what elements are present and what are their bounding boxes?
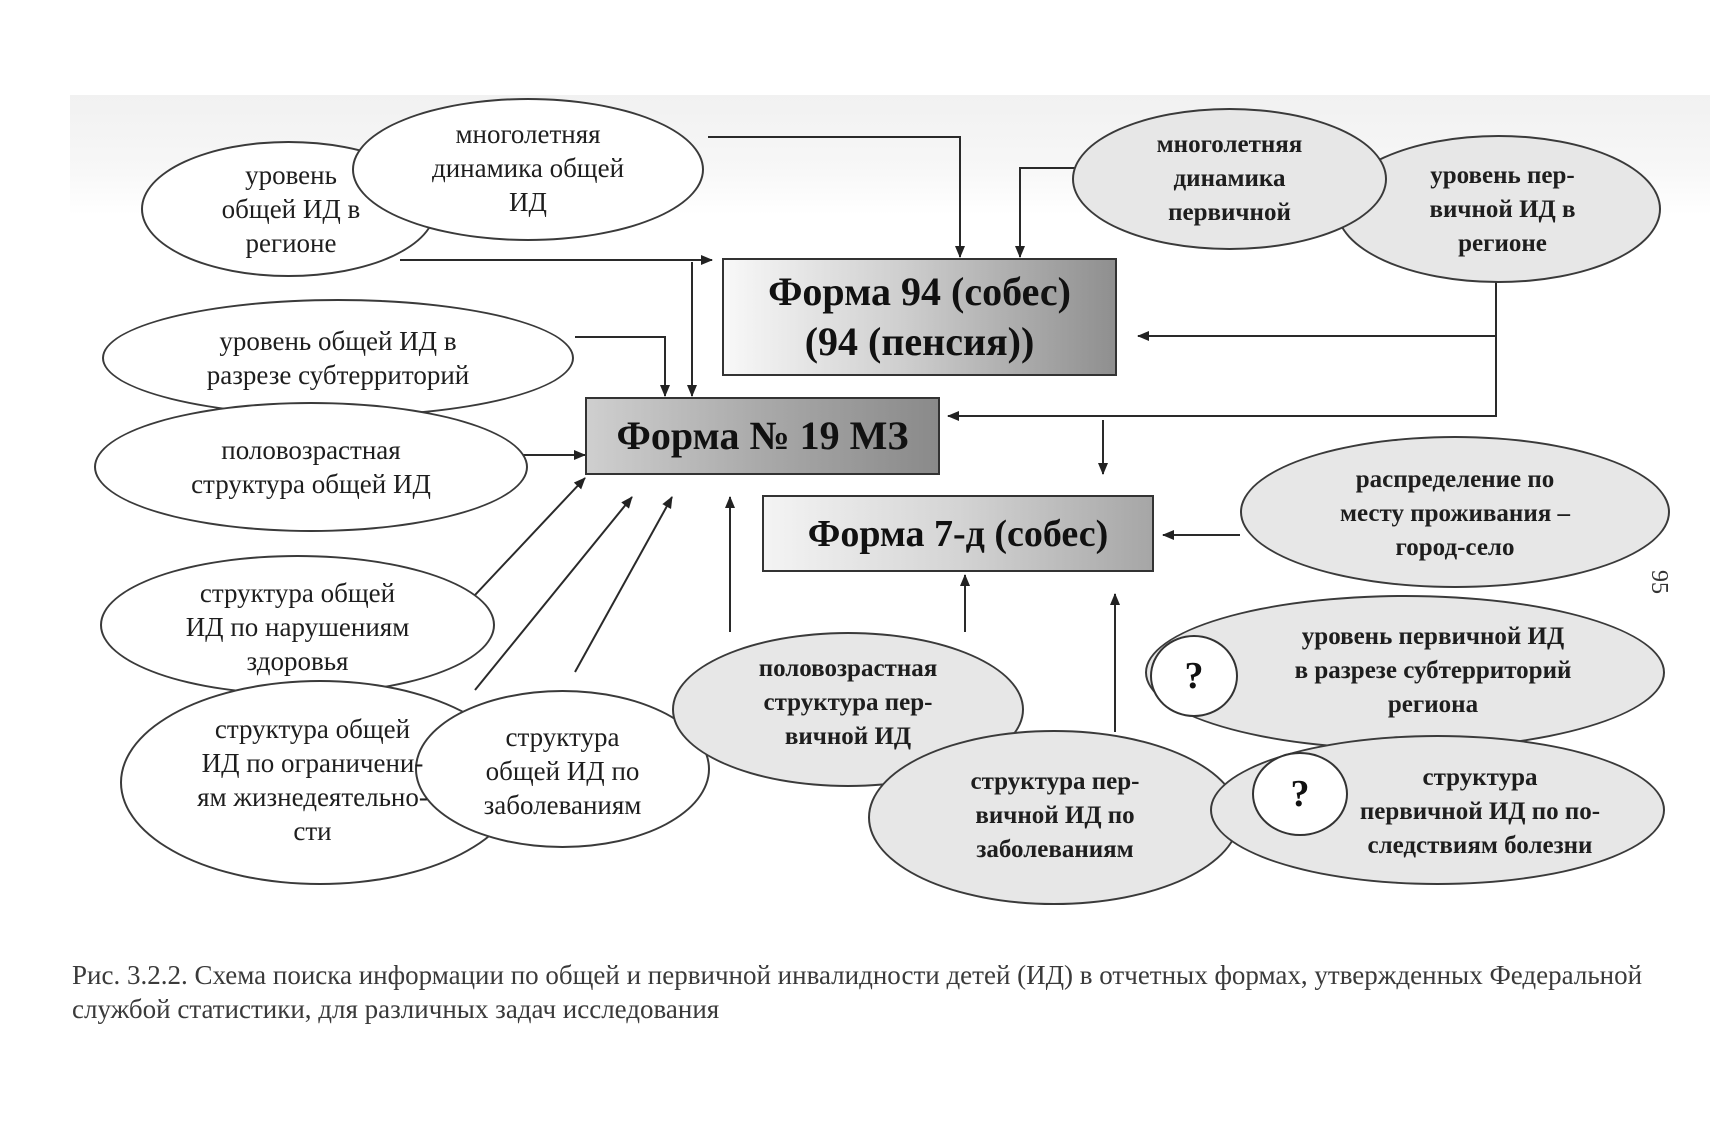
arrow-subterr-to-19 <box>575 336 670 397</box>
arrow-narush-to-19 <box>474 477 586 596</box>
arrow-dinamika-obshch-to-94 <box>708 136 965 258</box>
form-94-box: Форма 94 (собес) (94 (пенсия)) <box>722 258 1117 376</box>
label-struktura-zabol-perv: структура пер- вичной ИД по заболеваниям <box>970 768 1140 863</box>
label-dinamika-perv: многолетняя динамика первичной <box>1156 130 1303 226</box>
label-polovozr-obshch: половозрастная структура общей ИД <box>191 435 431 499</box>
ellipse-uroven-subterr-obshch <box>102 299 574 417</box>
arrow-region-perv-to-19 <box>947 336 1497 421</box>
form-19-box: Форма № 19 МЗ <box>585 397 940 475</box>
question-mark-circle-1: ? <box>1150 635 1238 717</box>
arrow-region-perv-to-94 <box>1137 280 1497 341</box>
ellipse-dinamika-perv <box>1072 108 1387 250</box>
label-uroven-subterr-obshch: уровень общей ИД в разрезе субтерриторий <box>206 326 470 390</box>
label-struktura-narush: структура общей ИД по нарушениям здоровь… <box>185 578 410 676</box>
label-uroven-region-perv: уровень пер- вичной ИД в регионе <box>1429 161 1576 257</box>
label-uroven-region-obshch: уровень общей ИД в регионе <box>221 160 361 258</box>
label-uroven-subterr-perv: уровень первичной ИД в разрезе субтеррит… <box>1294 623 1572 718</box>
ellipse-raspredelenie <box>1240 436 1670 588</box>
label-polovozr-perv: половозрастная структура пер- вичной ИД <box>758 655 938 750</box>
arrow-dinamika-perv-to-94 <box>1015 167 1075 258</box>
label-raspredelenie: распределение по месту проживания – горо… <box>1339 466 1571 561</box>
arrow-ogranich-to-19 <box>474 496 633 691</box>
ellipse-dinamika-obshch <box>352 98 704 241</box>
label-struktura-posled: структура первичной ИД по по- следствиям… <box>1359 764 1601 859</box>
label-struktura-ogranich: структура общей ИД по ограничени- ям жиз… <box>197 714 428 846</box>
form-7d-box: Форма 7-д (собес) <box>762 495 1154 572</box>
question-mark-circle-2: ? <box>1252 752 1348 836</box>
label-dinamika-obshch: многолетняя динамика общей ИД <box>431 118 625 217</box>
figure-caption: Рис. 3.2.2. Схема поиска информации по о… <box>72 960 1643 1024</box>
ellipse-struktura-narush <box>100 555 495 695</box>
arrow-zabol-obshch-to-19 <box>574 496 673 673</box>
label-struktura-zabol-obshch: структура общей ИД по заболеваниям <box>483 722 642 820</box>
ellipse-uroven-region-perv <box>1336 135 1661 283</box>
page-number: 95 <box>1646 570 1672 594</box>
ellipse-polovozr-obshch <box>94 402 528 532</box>
ellipse-struktura-zabol-obshch <box>415 690 710 848</box>
